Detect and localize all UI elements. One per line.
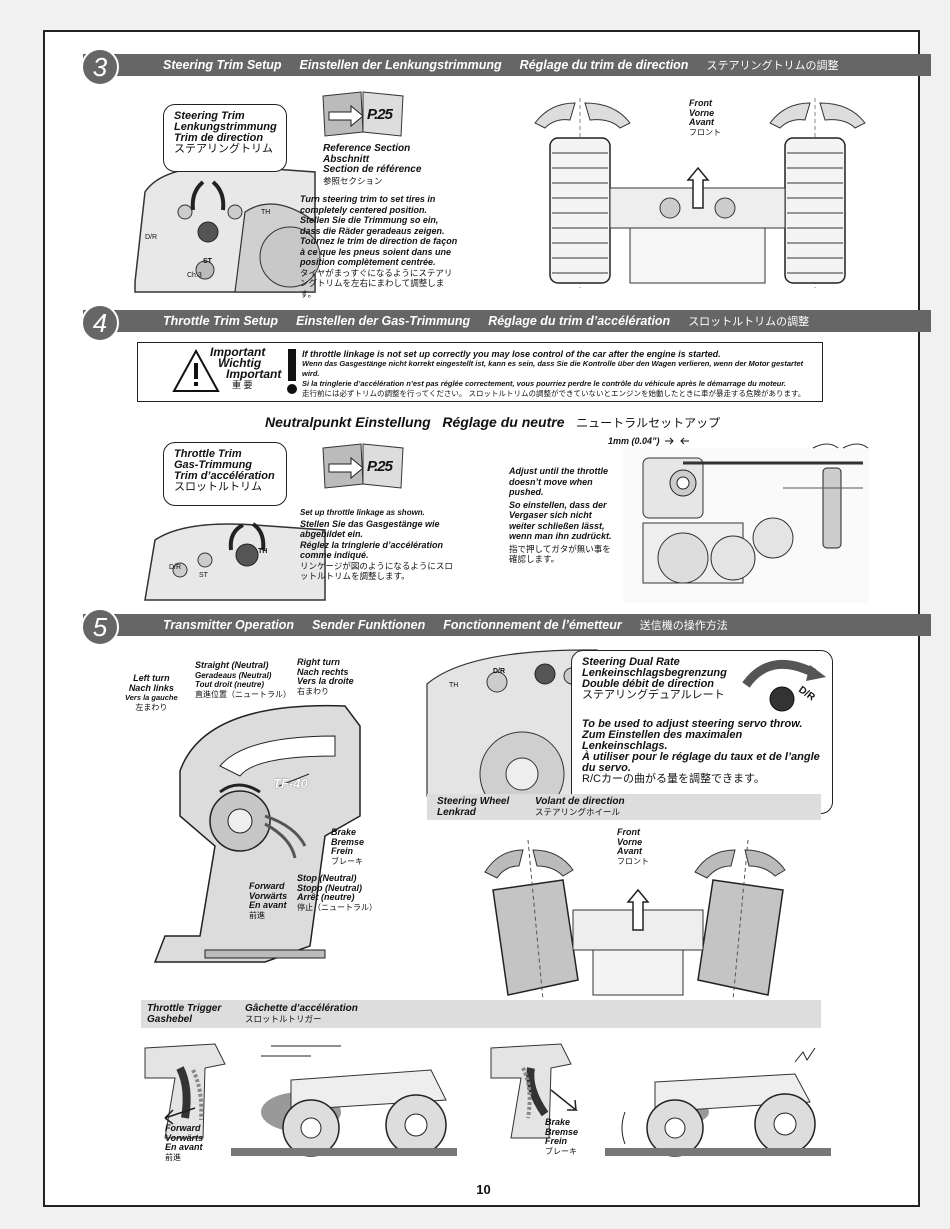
ref-page-label: P.25 xyxy=(367,106,393,123)
transmitter-illustration xyxy=(153,704,361,963)
stop-label: Stop (Neutral) Stopp (Neutral) Arrêt (ne… xyxy=(297,873,377,912)
important-warning-box: Important Wichtig Important 重 要 If throt… xyxy=(137,342,823,402)
forward-label: Forward Vorwärts En avant 前進 xyxy=(249,881,288,920)
reference-book-icon xyxy=(322,443,404,489)
important-label: Important Wichtig Important 重 要 xyxy=(210,345,282,390)
brake-label: Brake Bremse Frein ブレーキ xyxy=(331,827,365,866)
truck-front-view-illustration xyxy=(534,98,866,288)
straight-label: Straight (Neutral) Geradeaus (Neutral) T… xyxy=(195,660,291,699)
th-trim-knob xyxy=(235,543,259,567)
throttle-adjust-note: Adjust until the throttle doesn’t move w… xyxy=(509,466,612,564)
reference-book-icon xyxy=(322,91,404,137)
truck-braking-illustration xyxy=(621,1047,816,1157)
throttle-trim-callout: Throttle Trim Gas-Trimmung Trim d’accélé… xyxy=(163,442,287,506)
important-text: If throttle linkage is not set up correc… xyxy=(302,349,806,398)
th-label: TH xyxy=(261,209,271,216)
steering-wheels-turn-illustration xyxy=(484,839,786,1001)
dr-label: D/R xyxy=(145,234,158,241)
transmitter-steering-trim-illustration xyxy=(134,165,321,293)
dr-label: D/R xyxy=(169,564,182,571)
gap-measurement-label: 1mm (0.04”) xyxy=(608,436,660,446)
brake-bottom-label: Brake Bremse Frein ブレーキ xyxy=(545,1117,579,1156)
dual-rate-knob-icon: D/R xyxy=(742,659,826,712)
right-turn-label: Right turn Nach rechts Vers la droite 右ま… xyxy=(297,657,354,696)
forward-bottom-label: Forward Vorwärts En avant 前進 xyxy=(165,1123,204,1162)
dual-rate-title: Steering Dual Rate Lenkeinschlagsbegrenz… xyxy=(582,656,727,701)
reference-section-label: Reference Section Abschnitt Section de r… xyxy=(323,143,422,186)
st-label: ST xyxy=(203,258,212,265)
page-number: 10 xyxy=(476,1182,491,1197)
trigger-forward-illustration xyxy=(144,1043,226,1139)
ch3-label: Ch.3 xyxy=(187,272,202,279)
front-label: Front Vorne Avant フロント xyxy=(689,98,721,137)
engine-linkage-illustration xyxy=(623,443,869,603)
svg-text:D/R: D/R xyxy=(796,684,817,703)
throttle-trigger-bar: Throttle Trigger Gashebel Gâchette d’acc… xyxy=(141,1000,821,1028)
tx-model-logo: TF-40 xyxy=(273,776,308,791)
ref-page-label: P.25 xyxy=(367,458,393,475)
throttle-trim-instructions: Set up throttle linkage as shown. Stelle… xyxy=(300,508,453,581)
steering-trim-instructions: Turn steering trim to set tires in compl… xyxy=(300,194,458,299)
steering-wheel-bar: Steering Wheel Lenkrad Volant de directi… xyxy=(427,794,821,820)
neutral-setup-heading: Neutralpunkt Einstellung Réglage du neut… xyxy=(265,414,721,430)
section-number: 4 xyxy=(81,304,119,342)
th-label: TH xyxy=(449,682,459,689)
front-label: Front Vorne Avant フロント xyxy=(617,827,649,866)
th-label: TH xyxy=(258,548,268,555)
gap-arrows-icon xyxy=(665,437,689,445)
section-number: 5 xyxy=(81,608,119,646)
ground-line xyxy=(605,1148,831,1156)
st-trim-knob xyxy=(197,221,219,243)
dual-rate-callout: Steering Dual Rate Lenkeinschlagsbegrenz… xyxy=(571,650,833,814)
exclamation-icon xyxy=(287,349,297,394)
section-number: 3 xyxy=(81,48,119,86)
steering-trim-callout: Steering Trim Lenkungstrimmung Trim de d… xyxy=(163,104,287,172)
ground-line xyxy=(231,1148,457,1156)
dual-rate-description: To be used to adjust steering servo thro… xyxy=(582,718,820,785)
transmitter-throttle-trim-illustration xyxy=(144,522,326,601)
trigger-brake-illustration xyxy=(490,1043,579,1139)
truck-accelerating-illustration xyxy=(261,1045,447,1157)
dr-label: D/R xyxy=(493,668,506,675)
st-label: ST xyxy=(199,572,208,579)
warning-triangle-icon xyxy=(172,348,220,392)
left-turn-label: Left turn Nach links Vers la gauche 左まわり xyxy=(125,673,178,712)
